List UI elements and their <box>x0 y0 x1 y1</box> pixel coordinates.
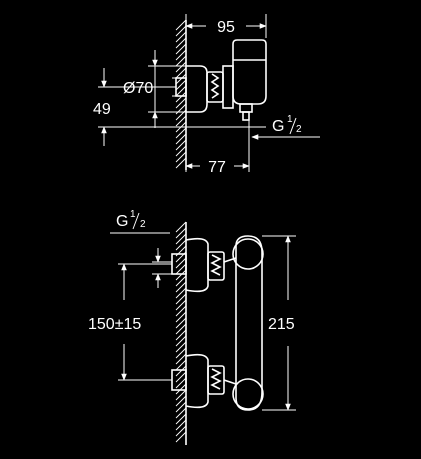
hatch-line <box>175 347 187 359</box>
hatch-line <box>175 359 187 371</box>
hatch-line <box>175 371 187 383</box>
hatch-line <box>175 127 187 139</box>
front-view: G 1 2 150±15 215 <box>88 209 296 445</box>
hatch-line <box>175 49 187 61</box>
dimension-77: 77 <box>185 140 250 176</box>
hatch-line <box>175 73 187 85</box>
dim-95-label: 95 <box>217 19 235 36</box>
wall-hatch-top <box>175 19 187 170</box>
hatch-line <box>175 419 187 431</box>
hatch-line <box>175 311 187 323</box>
hatch-line <box>175 269 187 281</box>
wall-hatch-front <box>175 221 187 445</box>
thread-top-g: G <box>272 118 284 135</box>
hatch-line <box>175 139 187 151</box>
thread-callout-front: G 1 2 <box>110 209 170 234</box>
hatch-line <box>175 377 187 389</box>
hatch-line <box>175 227 187 239</box>
hatch-line <box>175 317 187 329</box>
hatch-line <box>175 25 187 37</box>
thread-callout-top: G 1 2 <box>248 114 320 142</box>
upper-inlet <box>152 237 225 293</box>
hatch-line <box>175 323 187 335</box>
thread-front-num: 1 <box>130 209 136 220</box>
hatch-line <box>175 305 187 317</box>
hatch-line <box>175 61 187 73</box>
dim-150-label: 150±15 <box>88 316 141 333</box>
hatch-line <box>175 389 187 401</box>
hatch-line <box>175 19 187 31</box>
top-view: 95 Ø70 49 G 1 2 <box>93 14 320 176</box>
hatch-line <box>175 151 187 163</box>
hatch-line <box>175 413 187 425</box>
lower-inlet <box>171 353 225 409</box>
hatch-line <box>175 97 187 109</box>
dim-49-label: 49 <box>93 101 111 118</box>
hatch-line <box>175 221 187 233</box>
dimension-95: 95 <box>185 14 267 38</box>
dimension-215: 215 <box>262 235 296 411</box>
hatch-line <box>175 353 187 365</box>
hatch-line <box>175 383 187 395</box>
hatch-line <box>175 401 187 413</box>
hatch-line <box>175 287 187 299</box>
hatch-line <box>175 281 187 293</box>
thermostat-body <box>223 235 264 411</box>
hatch-line <box>175 365 187 377</box>
hatch-line <box>175 239 187 251</box>
hatch-line <box>175 145 187 157</box>
hatch-line <box>175 233 187 245</box>
thread-top-num: 1 <box>287 114 293 125</box>
hatch-line <box>175 431 187 443</box>
hatch-line <box>175 31 187 43</box>
dimension-49: 49 <box>93 68 266 146</box>
hatch-line <box>175 275 187 287</box>
hatch-line <box>175 157 187 169</box>
dim-215-label: 215 <box>268 316 295 333</box>
hatch-line <box>175 55 187 67</box>
valve-body-side <box>186 39 267 121</box>
hatch-line <box>175 299 187 311</box>
thread-top-den: 2 <box>296 124 302 135</box>
hatch-line <box>175 85 187 97</box>
hatch-line <box>175 37 187 49</box>
hatch-line <box>175 263 187 275</box>
hatch-line <box>175 335 187 347</box>
dim-77-label: 77 <box>208 159 226 176</box>
hatch-line <box>175 395 187 407</box>
thread-front-den: 2 <box>140 219 146 230</box>
hatch-line <box>175 43 187 55</box>
hatch-line <box>175 257 187 269</box>
dim-diameter-label: Ø70 <box>123 80 153 97</box>
hatch-line <box>175 425 187 437</box>
hatch-line <box>175 407 187 419</box>
hatch-line <box>175 293 187 305</box>
hatch-line <box>175 133 187 145</box>
hatch-line <box>175 115 187 127</box>
hatch-line <box>175 79 187 91</box>
hatch-line <box>175 329 187 341</box>
hatch-line <box>175 341 187 353</box>
hatch-line <box>175 67 187 79</box>
hatch-line <box>175 91 187 103</box>
dimension-150: 150±15 <box>88 263 172 381</box>
thread-front-g: G <box>116 213 128 230</box>
dimension-diameter: Ø70 <box>123 50 186 128</box>
